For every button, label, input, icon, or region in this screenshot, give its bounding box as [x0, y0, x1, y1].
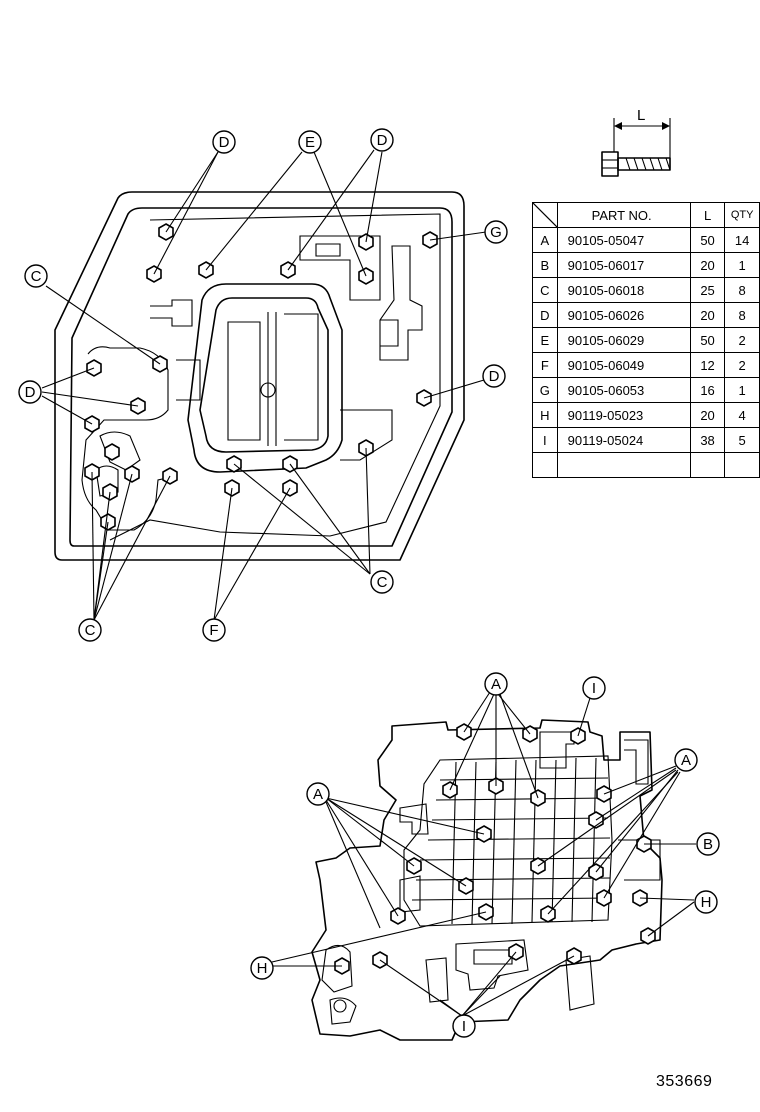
callout-a-right: A: [674, 748, 698, 772]
callout-a-left: A: [306, 782, 330, 806]
svg-text:C: C: [377, 574, 388, 591]
row-part-no: 90105-06018: [556, 277, 691, 303]
callout-h-left: H: [250, 956, 274, 980]
row-key: F: [532, 352, 558, 378]
svg-text:A: A: [491, 676, 501, 693]
row-part-no: 90105-06026: [556, 302, 691, 328]
row-length: 25: [689, 277, 726, 303]
table-row: C 90105-06018 25 8: [532, 277, 760, 303]
row-qty: 1: [724, 377, 760, 403]
dimension-label-l: L: [637, 107, 645, 124]
upper-leader-lines: [41, 149, 487, 621]
svg-text:E: E: [305, 134, 315, 151]
upper-bolts: [84, 223, 438, 531]
row-part-no: 90105-06029: [556, 327, 691, 353]
callout-h-right: H: [694, 890, 718, 914]
lower-grid: [411, 757, 611, 925]
row-qty: 8: [724, 277, 760, 303]
row-qty: 14: [724, 227, 760, 253]
row-part-no: 90105-06049: [556, 352, 691, 378]
row-qty: 2: [724, 352, 760, 378]
row-qty: 2: [724, 327, 760, 353]
callout-g: G: [484, 220, 508, 244]
row-length: 20: [689, 402, 726, 428]
row-key: A: [532, 227, 558, 253]
svg-text:B: B: [703, 836, 713, 853]
svg-text:D: D: [489, 368, 500, 385]
header-part-no: PART NO.: [556, 202, 691, 228]
callout-e: E: [298, 130, 322, 154]
callout-f: F: [202, 618, 226, 642]
bolt-dimension-illustration: L: [601, 107, 671, 177]
row-key: G: [532, 377, 558, 403]
table-row-empty: [532, 452, 760, 478]
callout-d-left: D: [18, 380, 42, 404]
svg-text:H: H: [257, 960, 268, 977]
callout-a-top: A: [484, 672, 508, 696]
callout-d-top-left: D: [212, 130, 236, 154]
svg-text:F: F: [209, 622, 218, 639]
row-part-no: 90119-05023: [556, 402, 691, 428]
svg-text:D: D: [377, 132, 388, 149]
table-row: G 90105-06053 16 1: [532, 377, 760, 403]
diagram-number: 353669: [656, 1073, 713, 1090]
table-row: B 90105-06017 20 1: [532, 252, 760, 278]
row-key: C: [532, 277, 558, 303]
row-length: 50: [689, 227, 726, 253]
table-row: F 90105-06049 12 2: [532, 352, 760, 378]
table-row: I 90119-05024 38 5: [532, 427, 760, 453]
callout-d-top-right: D: [370, 128, 394, 152]
table-row: E 90105-06029 50 2: [532, 327, 760, 353]
lower-valve-body: [311, 719, 663, 1041]
header-qty: QTY: [724, 202, 760, 228]
svg-text:H: H: [701, 894, 712, 911]
svg-text:I: I: [462, 1018, 466, 1035]
header-length: L: [689, 202, 726, 228]
svg-text:I: I: [592, 680, 596, 697]
lower-leader-lines: [271, 691, 696, 1017]
callout-i-top: I: [582, 676, 606, 700]
row-qty: 8: [724, 302, 760, 328]
svg-text:D: D: [219, 134, 230, 151]
upper-valve-body: [54, 191, 465, 561]
row-qty: 4: [724, 402, 760, 428]
row-key: D: [532, 302, 558, 328]
row-length: 20: [689, 302, 726, 328]
parts-table-header: PART NO. L QTY: [532, 202, 760, 228]
row-key: B: [532, 252, 558, 278]
svg-text:C: C: [85, 622, 96, 639]
row-qty: 1: [724, 252, 760, 278]
row-length: 16: [689, 377, 726, 403]
row-key: H: [532, 402, 558, 428]
svg-text:D: D: [25, 384, 36, 401]
callout-i-bottom: I: [452, 1014, 476, 1038]
callout-b: B: [696, 832, 720, 856]
bolt-head: [84, 223, 438, 531]
row-length: 20: [689, 252, 726, 278]
table-row: A 90105-05047 50 14: [532, 227, 760, 253]
row-key: I: [532, 427, 558, 453]
row-qty: 5: [724, 427, 760, 453]
svg-text:A: A: [313, 786, 323, 803]
callout-d-right: D: [482, 364, 506, 388]
row-key: E: [532, 327, 558, 353]
row-part-no: 90105-06053: [556, 377, 691, 403]
row-part-no: 90119-05024: [556, 427, 691, 453]
svg-text:C: C: [31, 268, 42, 285]
callout-c-bottom-right: C: [370, 570, 394, 594]
row-part-no: 90105-05047: [556, 227, 691, 253]
callout-c-left: C: [24, 264, 48, 288]
row-length: 38: [689, 427, 726, 453]
svg-text:A: A: [681, 752, 691, 769]
callout-c-bottom-left: C: [78, 618, 102, 642]
table-row: D 90105-06026 20 8: [532, 302, 760, 328]
row-length: 50: [689, 327, 726, 353]
table-row: H 90119-05023 20 4: [532, 402, 760, 428]
parts-table: PART NO. L QTY A 90105-05047 50 14 B 901…: [532, 202, 760, 478]
header-corner-cell: [532, 202, 558, 228]
row-part-no: 90105-06017: [556, 252, 691, 278]
row-length: 12: [689, 352, 726, 378]
svg-text:G: G: [490, 224, 502, 241]
